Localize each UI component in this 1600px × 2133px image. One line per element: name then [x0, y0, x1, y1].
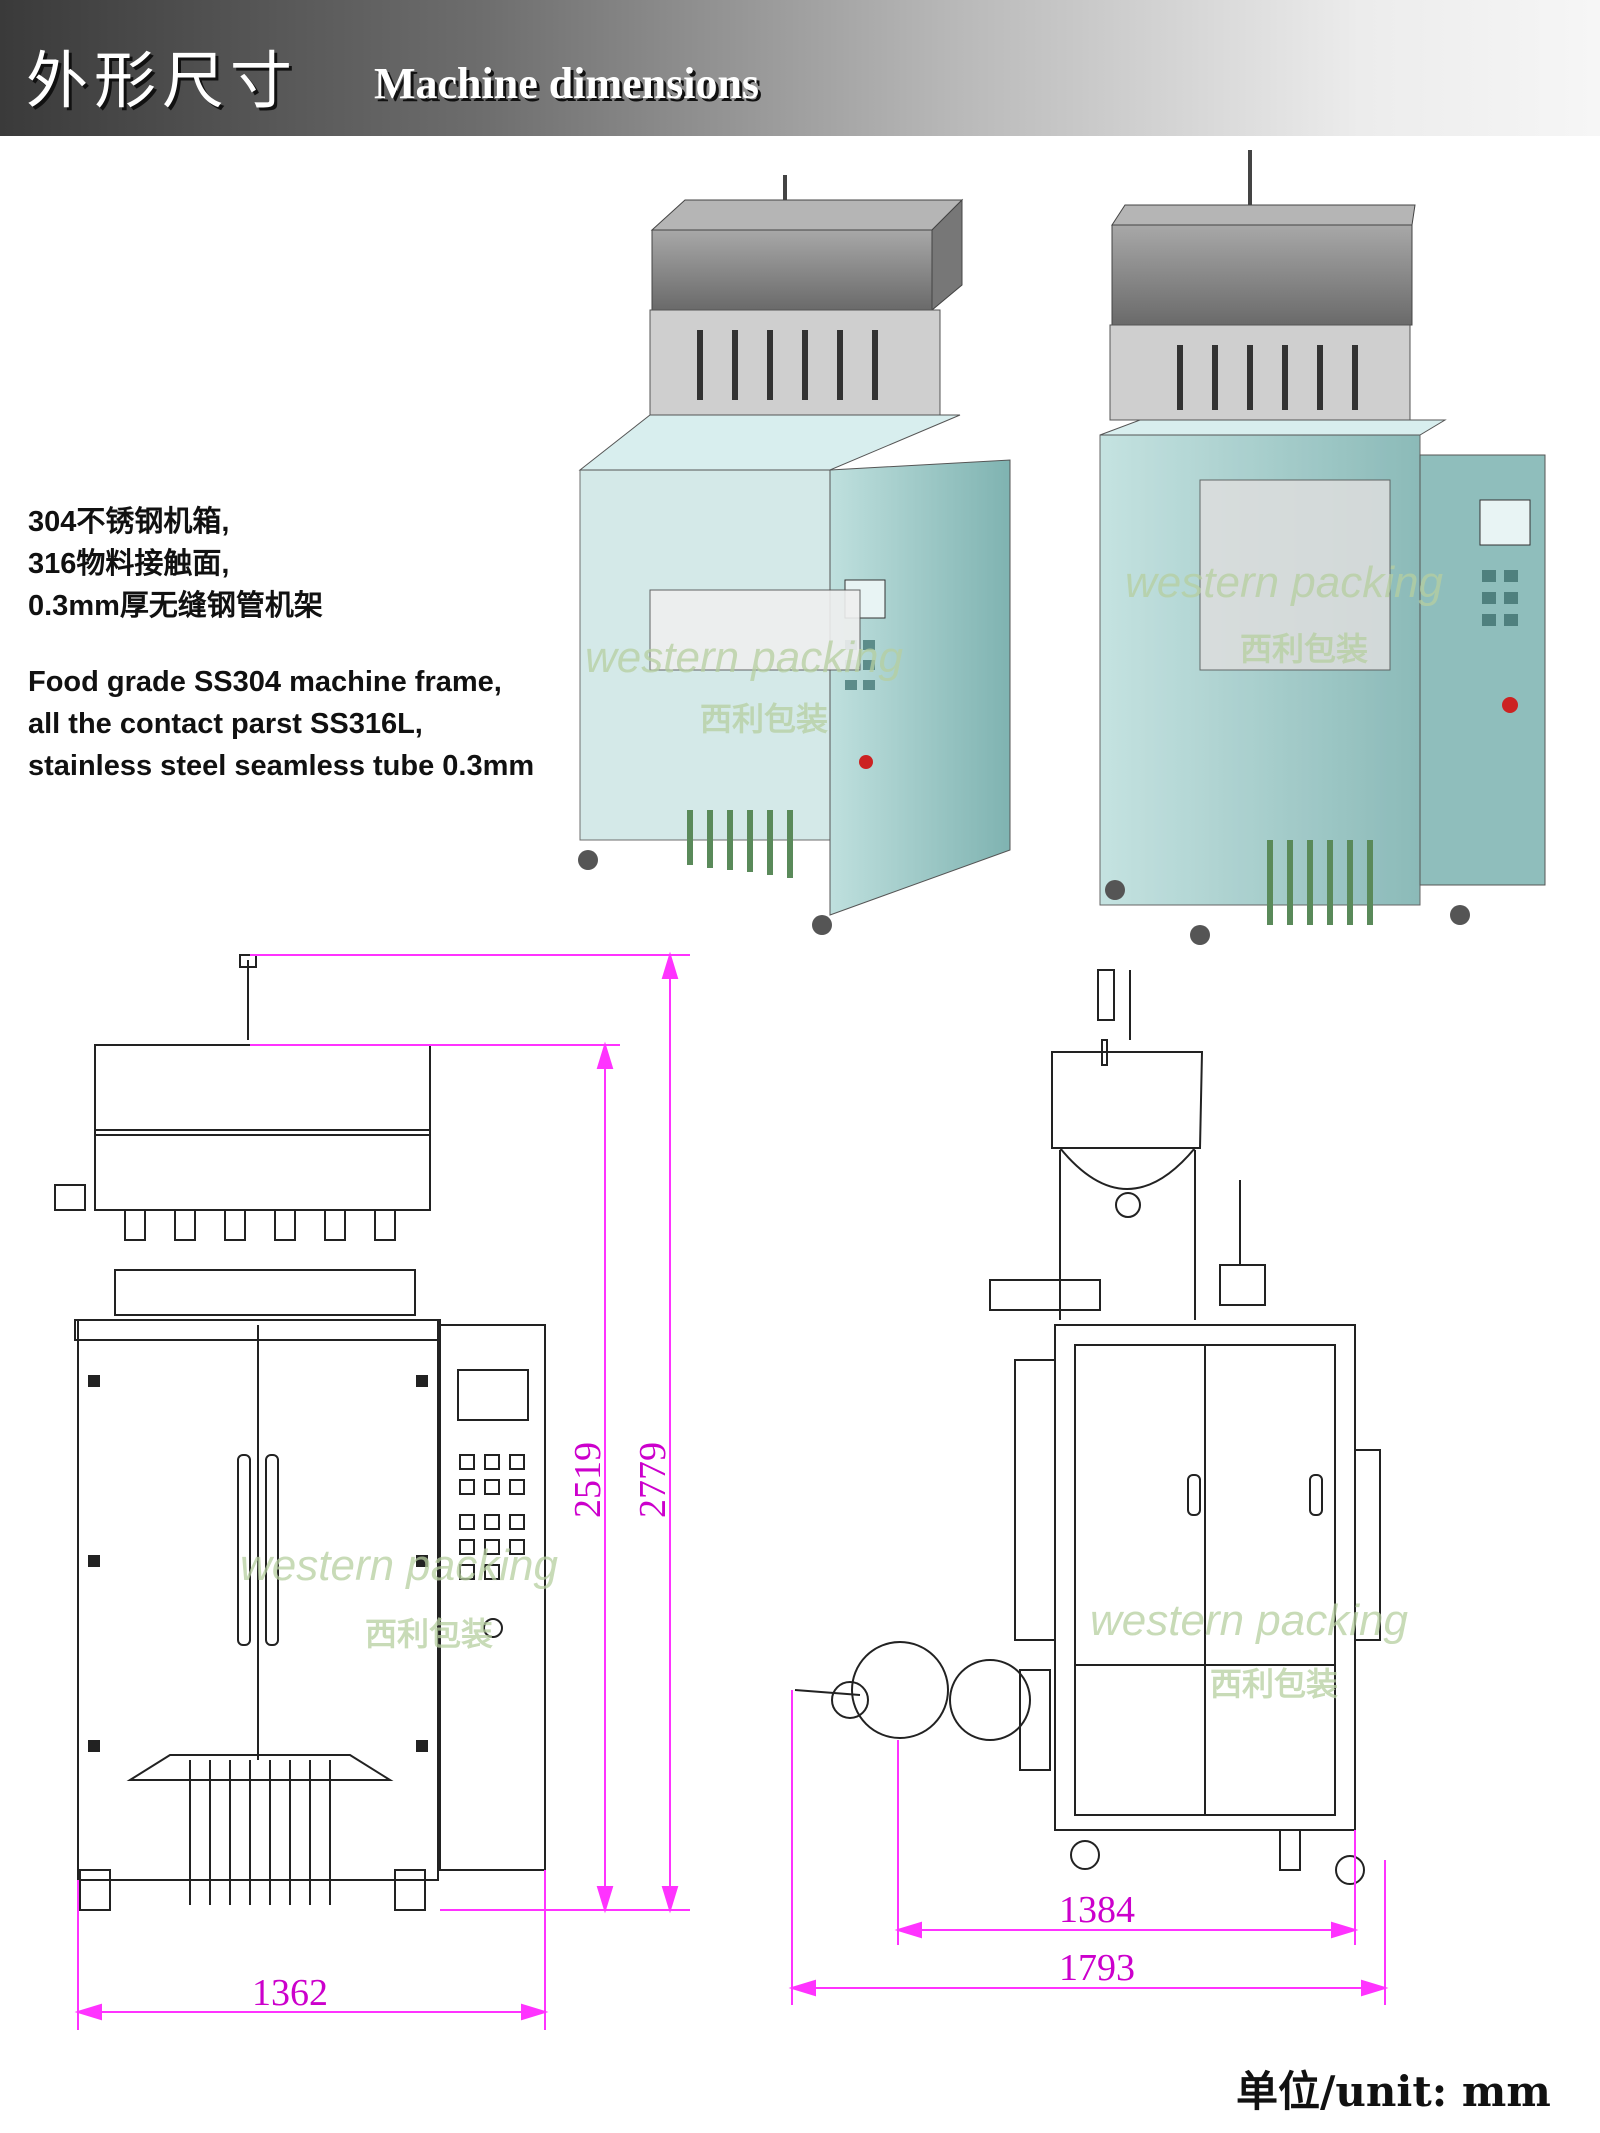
title-english: Machine dimensions	[374, 59, 760, 108]
watermark-en-render-2: western packing	[1125, 558, 1443, 607]
watermark-en-render-1: western packing	[585, 633, 903, 682]
watermark-cn-side: 西利包装	[1210, 1665, 1338, 1703]
spec-en-line-1: Food grade SS304 machine frame,	[28, 666, 502, 698]
spec-cn-line-2: 316物料接触面,	[28, 548, 230, 580]
render-front-3d	[578, 175, 1011, 935]
dim-label-1362: 1362	[252, 1972, 328, 2014]
spec-cn-line-3: 0.3mm厚无缝钢管机架	[28, 590, 323, 622]
spec-en-line-3: stainless steel seamless tube 0.3mm	[28, 750, 535, 782]
spec-en-line-2: all the contact parst SS316L,	[28, 708, 423, 740]
dim-label-1384: 1384	[1059, 1889, 1135, 1931]
watermark-en-front: western packing	[240, 1541, 558, 1590]
front-view-drawing	[54, 954, 546, 1911]
watermark-cn-render-1: 西利包装	[700, 700, 828, 738]
watermark-cn-front: 西利包装	[365, 1615, 493, 1653]
header-banner: 外形尺寸 Machine dimensions	[0, 0, 1600, 136]
title-chinese: 外形尺寸	[26, 44, 299, 117]
dim-label-1793: 1793	[1059, 1947, 1135, 1989]
spec-cn-line-1: 304不锈钢机箱,	[28, 506, 230, 538]
unit-label: 单位/unit: mm	[1236, 2067, 1551, 2116]
dim-label-2779: 2779	[632, 1442, 674, 1518]
side-view-drawing	[794, 969, 1381, 1885]
dim-label-2519: 2519	[567, 1442, 609, 1518]
render-rear-3d	[1099, 150, 1546, 945]
watermark-cn-render-2: 西利包装	[1240, 630, 1368, 668]
dimension-lines	[74, 951, 1389, 2030]
watermark-en-side: western packing	[1090, 1596, 1408, 1645]
